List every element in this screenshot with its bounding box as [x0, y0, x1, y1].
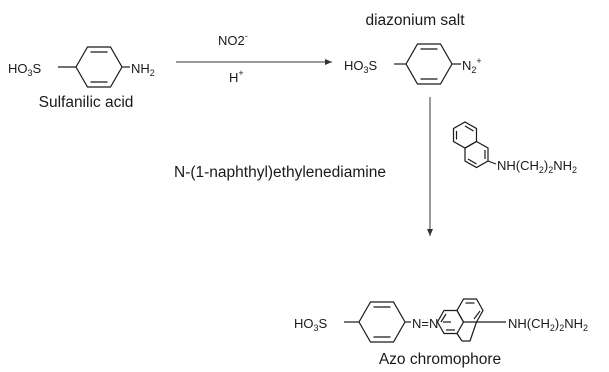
diazonium-left-group: HO3S: [344, 58, 378, 75]
diazonium-salt: diazonium salt HO3S N2+: [344, 12, 482, 85]
step1-reagent-top: NO2-: [218, 31, 248, 48]
bond: [487, 160, 497, 165]
diazonium-salt-label: diazonium salt: [365, 12, 465, 29]
azo-linkage: N=N: [412, 316, 438, 331]
double-bond: [473, 310, 481, 320]
sulfanilic-amine-group: NH2: [131, 61, 155, 78]
naphthalene-ring: [462, 321, 478, 342]
step2-reagent-label: N-(1-naphthyl)ethylenediamine: [174, 164, 386, 181]
double-bond: [440, 313, 447, 323]
diazonium-group: N2+: [462, 56, 482, 75]
sulfanilic-acid-label: Sulfanilic acid: [39, 94, 134, 111]
azo-chromophore: HO3S N=N NH(CH2)2NH2 Azo chromophore: [294, 298, 588, 368]
benzene-ring: [358, 301, 406, 343]
step2: N-(1-naphthyl)ethylenediamine NH(CH2)2NH…: [174, 97, 577, 236]
reagent-amine-chain: NH(CH2)2NH2: [497, 158, 577, 175]
step1: NO2- H+: [176, 31, 332, 85]
sulfanilic-left-group: HO3S: [8, 61, 42, 78]
double-bond: [464, 125, 474, 132]
step1-reagent-bottom: H+: [229, 68, 244, 85]
benzene-ring: [405, 43, 453, 85]
naphthalene-ring: [464, 140, 489, 169]
benzene-ring: [75, 46, 123, 88]
naphthylethylenediamine-structure: NH(CH2)2NH2: [452, 121, 577, 175]
azo-amine-chain: NH(CH2)2NH2: [508, 316, 588, 333]
sulfanilic-acid: HO3S NH2 Sulfanilic acid: [8, 46, 155, 111]
azo-left-group: HO3S: [294, 316, 328, 333]
bond: [456, 333, 463, 342]
double-bond: [467, 158, 477, 165]
azo-chromophore-label: Azo chromophore: [379, 351, 501, 368]
naphthalene-ring: [436, 309, 465, 335]
